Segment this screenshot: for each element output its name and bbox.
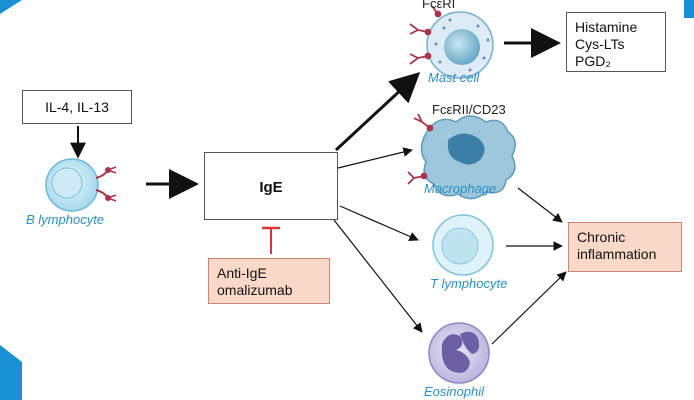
arrow-ige-to-macrophage [337, 147, 413, 169]
chronic-inflammation-box: Chronic inflammation [568, 222, 682, 272]
eosinophil-cell-icon [428, 322, 490, 384]
mediators-box: Histamine Cys-LTs PGD₂ [566, 12, 666, 72]
arrow-ige-to-mast-cell [334, 71, 421, 152]
t-lymphocyte-label: T lymphocyte [430, 276, 508, 291]
cytokines-box: IL-4, IL-13 [22, 90, 132, 124]
t-lymphocyte-cell-icon [432, 214, 494, 276]
b-lymphocyte-label: B lymphocyte [26, 212, 105, 227]
ige-label: IgE [259, 179, 283, 196]
mediator-cys-lts: Cys-LTs [575, 36, 625, 52]
macrophage-label: Macrophage [424, 181, 497, 196]
mediator-pgd2: PGD₂ [575, 53, 611, 69]
mediator-histamine: Histamine [575, 19, 638, 35]
fcerii-cd23-label: FcεRII/CD23 [432, 102, 506, 117]
macrophage-cell-icon [407, 113, 516, 200]
inhibition-symbol [262, 226, 280, 254]
chronic-label: Chronic [577, 229, 626, 245]
slide-corner-top-right [684, 0, 694, 18]
mast-cell-icon [409, 5, 494, 79]
inflammation-label: inflammation [577, 246, 657, 262]
fceri-label: FcεRI [422, 0, 456, 11]
arrow-ige-to-t-lymphocyte [339, 205, 419, 241]
anti-ige-box: Anti-IgE omalizumab [208, 258, 330, 304]
eosinophil-label: Eosinophil [424, 384, 484, 399]
ige-box: IgE [204, 152, 338, 220]
slide-corner-top-left [0, 0, 22, 14]
b-lymphocyte-cell-icon [45, 158, 117, 212]
arrow-macrophage-to-chronic [517, 187, 563, 223]
cytokines-label: IL-4, IL-13 [45, 99, 109, 115]
omalizumab-label: omalizumab [217, 282, 293, 298]
arrow-ige-to-eosinophil [333, 219, 423, 333]
arrow-eosinophil-to-chronic [491, 271, 567, 345]
mast-cell-label: Mast cell [428, 70, 480, 85]
anti-ige-label: Anti-IgE [217, 265, 267, 281]
slide-corner-bottom-left [0, 345, 22, 400]
